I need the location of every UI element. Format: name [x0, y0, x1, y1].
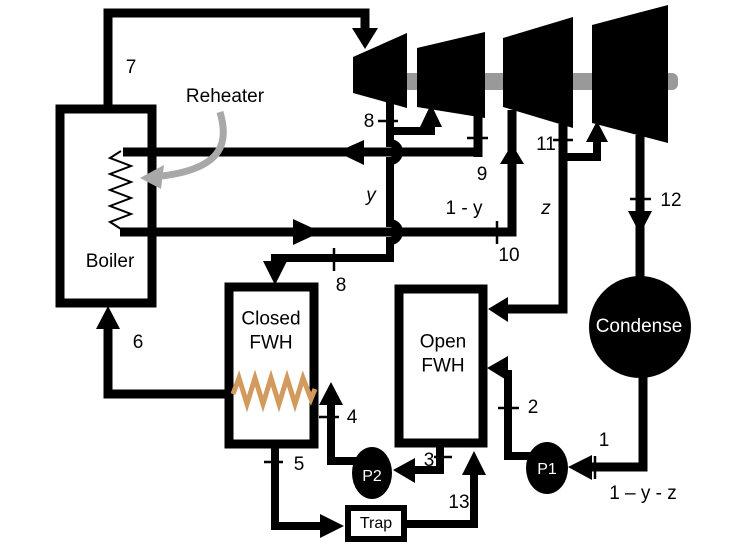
pump-1-label: P1	[537, 461, 557, 478]
trap-inlet-arrow	[320, 514, 344, 538]
state-9-label: 9	[476, 164, 488, 186]
condenser-label: Condense	[595, 316, 683, 338]
state-7-label: 7	[125, 57, 137, 79]
feedwater-line-6	[103, 328, 229, 399]
state-6-label: 6	[132, 332, 144, 354]
boiler-box	[55, 104, 157, 308]
state-13-label: 13	[448, 492, 470, 514]
pump-2-discharge-line-4	[327, 404, 359, 465]
open-fwh-steam-inlet-arrow	[488, 297, 508, 322]
pump-1-discharge-line-2	[504, 370, 537, 460]
open-fwh-drain-inlet-arrow	[462, 451, 486, 475]
open-fwh-feed-inlet-arrow	[487, 356, 508, 381]
turbine-stage-2	[417, 32, 485, 118]
closed-fwh-label: Closed FWH	[241, 307, 300, 355]
state-8-turbine-label: 8	[363, 111, 375, 133]
fraction-1-y-label: 1 - y	[445, 198, 483, 220]
boiler-label: Boiler	[85, 251, 135, 273]
open-fwh-outlet-line-3	[415, 444, 444, 474]
state-4-label: 4	[346, 407, 358, 429]
state-1-label: 1	[598, 430, 610, 452]
state-11-label: 11	[536, 134, 556, 156]
reheat-supply-arrow	[293, 219, 321, 245]
turbine-2-inlet-branch	[390, 126, 435, 135]
state-point-ticks	[264, 119, 651, 479]
turbine-3-inlet-arrow	[500, 144, 524, 164]
boiler-reheater-coil	[107, 150, 134, 230]
pump-2-body	[352, 447, 392, 499]
open-fwh-label-line1: Open	[419, 331, 467, 353]
condensate-line-1	[592, 376, 648, 472]
open-fwh-box	[394, 284, 488, 448]
boiler-inlet-arrow	[96, 306, 120, 329]
closed-fwh-coil	[230, 369, 318, 413]
fraction-y-label: y	[366, 185, 376, 207]
pump-2-label: P2	[362, 468, 382, 485]
reheater-label: Reheater	[185, 86, 265, 108]
fraction-z-label: z	[541, 198, 551, 220]
condenser-inlet-arrow	[628, 211, 652, 234]
closed-fwh-feed-inlet-arrow	[319, 382, 343, 405]
extraction-line-8	[271, 100, 403, 262]
trap-label: Trap	[359, 515, 393, 532]
turbine-4-inlet-arrow	[586, 121, 608, 142]
turbine-stage-1	[353, 33, 407, 108]
pump-1-inlet-arrow	[568, 455, 592, 480]
open-fwh-label: Open FWH	[420, 330, 466, 378]
state-12-label: 12	[660, 190, 682, 212]
extraction-line-z	[508, 124, 568, 314]
closed-fwh-label-line2: FWH	[249, 332, 293, 353]
main-steam-line-7	[103, 8, 370, 113]
state-10-label: 10	[498, 245, 520, 267]
drain-line-5	[271, 444, 320, 530]
reheat-return-arrow	[337, 140, 364, 165]
turbine-stage-3	[503, 17, 573, 128]
turbine-2-inlet-arrow	[420, 104, 442, 127]
trap-return-line-13	[404, 475, 478, 528]
condenser-circle	[589, 276, 691, 378]
state-8-fwh-label: 8	[335, 275, 347, 297]
state-3-label: 3	[423, 450, 435, 472]
closed-fwh-inlet-arrow	[263, 261, 287, 285]
state-2-label: 2	[527, 397, 539, 419]
state-5-label: 5	[293, 454, 305, 476]
reheater-pointer-arrowhead	[140, 165, 164, 189]
reheater-pointer-curve	[161, 111, 227, 180]
pump-2-inlet-arrow	[393, 458, 415, 483]
turbine-stage-4	[592, 5, 668, 143]
open-fwh-label-line2: FWH	[421, 355, 465, 376]
closed-fwh-label-line1: Closed	[241, 308, 301, 330]
fraction-1-y-z-label: 1 – y - z	[609, 483, 677, 505]
turbine-1-inlet-arrow	[352, 28, 378, 49]
trap-box	[345, 505, 407, 542]
closed-fwh-box	[224, 282, 319, 449]
